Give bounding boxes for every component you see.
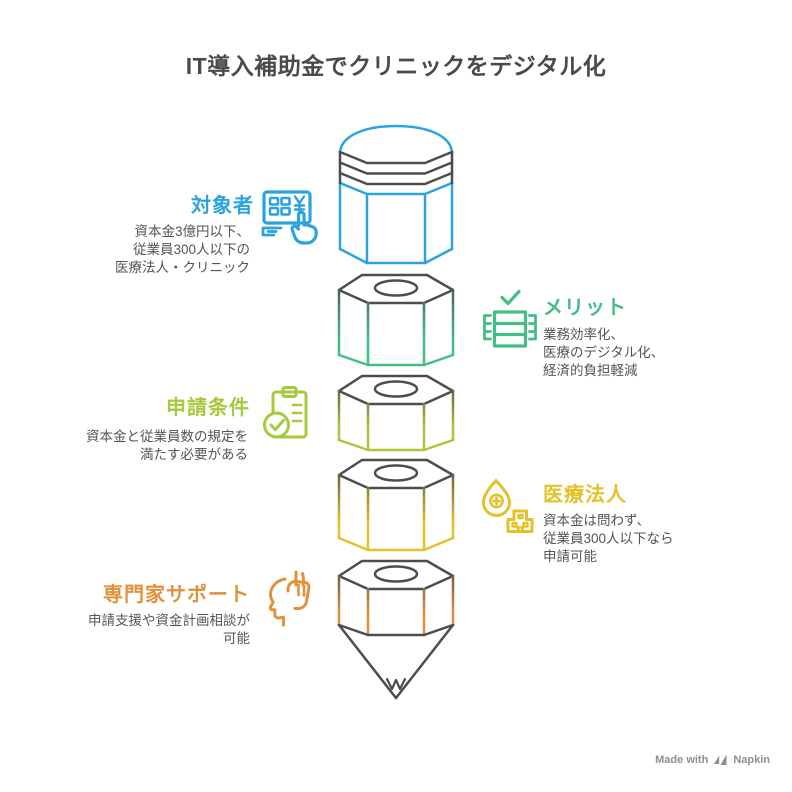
- section-taishousha-description: 資本金3億円以下、 従業員300人以下の 医療法人・クリニック: [115, 224, 250, 275]
- head-hand-support-icon: [263, 570, 317, 630]
- pencil-segment-conditions: [337, 374, 455, 452]
- medical-drop-building-icon: [479, 477, 535, 535]
- pencil-diagram: [337, 124, 455, 700]
- payment-terminal-hand-icon: [260, 184, 324, 250]
- section-support-label: 専門家サポート: [103, 584, 250, 606]
- section-taishousha-label: 対象者: [191, 195, 254, 217]
- watermark: Made with Napkin: [655, 753, 770, 766]
- napkin-logo-icon: [714, 754, 727, 765]
- section-iryou-label: 医療法人: [543, 484, 627, 506]
- clipboard-check-icon: [263, 385, 315, 443]
- pencil-ferrule: [338, 150, 454, 186]
- pencil-segment-support: [337, 559, 455, 637]
- section-iryou-description: 資本金は問わず、 従業員300人以下なら 申請可能: [543, 513, 674, 564]
- page-title: IT導入補助金でクリニックをデジタル化: [185, 53, 607, 79]
- section-jouken-label: 申請条件: [166, 397, 250, 419]
- section-merit-description: 業務効率化、 医療のデジタル化、 経済的負担軽減: [543, 327, 665, 378]
- watermark-prefix: Made with: [655, 753, 709, 766]
- pencil-segment-medical: [337, 458, 455, 552]
- pencil-cap-eraser: [338, 124, 454, 265]
- section-support-description: 申請支援や資金計画相談が 可能: [88, 613, 250, 646]
- server-check-icon: [482, 287, 540, 357]
- section-merit-label: メリット: [543, 297, 627, 319]
- section-jouken-description: 資本金と従業員数の規定を 満たす必要がある: [86, 429, 248, 462]
- pencil-segment-merit: [337, 273, 455, 367]
- pencil-tip: [337, 623, 455, 700]
- watermark-brand: Napkin: [733, 753, 770, 766]
